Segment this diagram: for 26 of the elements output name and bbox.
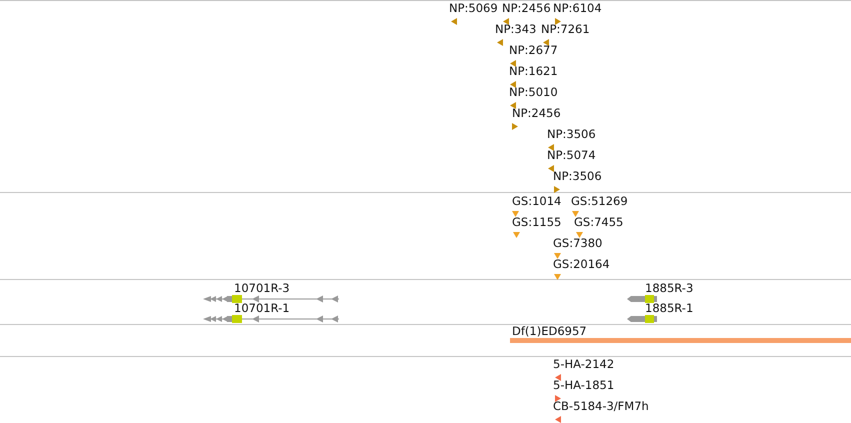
feature-label: NP:3506 xyxy=(553,170,602,183)
feature-label: NP:2456 xyxy=(512,107,561,120)
feature-label: GS:7455 xyxy=(574,216,624,229)
feature-label: CB-5184-3/FM7h xyxy=(553,400,649,413)
feature-label: NP:343 xyxy=(495,23,536,36)
feature-label: NP:2456 xyxy=(502,2,551,15)
feature-label: 5-HA-1851 xyxy=(553,379,614,392)
feature-label: Df(1)ED6957 xyxy=(512,325,587,338)
feature-label: NP:5010 xyxy=(509,86,558,99)
feature-label: GS:1155 xyxy=(512,216,562,229)
feature-label: NP:3506 xyxy=(547,128,596,141)
feature-label: 10701R-1 xyxy=(234,302,290,315)
feature-label: NP:2677 xyxy=(509,44,558,57)
feature-label: 5-HA-2142 xyxy=(553,358,614,371)
feature-label: NP:1621 xyxy=(509,65,558,78)
feature-label: NP:7261 xyxy=(541,23,590,36)
feature-label: NP:6104 xyxy=(553,2,602,15)
feature-label: 10701R-3 xyxy=(234,282,290,295)
feature-label: 1885R-1 xyxy=(645,302,694,315)
feature-label: GS:7380 xyxy=(553,237,602,250)
feature-label: 1885R-3 xyxy=(645,282,694,295)
feature-label: GS:1014 xyxy=(512,195,562,208)
feature-label: GS:51269 xyxy=(571,195,628,208)
feature-label: GS:20164 xyxy=(553,258,610,271)
feature-label: NP:5069 xyxy=(449,2,498,15)
feature-label: NP:5074 xyxy=(547,149,596,162)
